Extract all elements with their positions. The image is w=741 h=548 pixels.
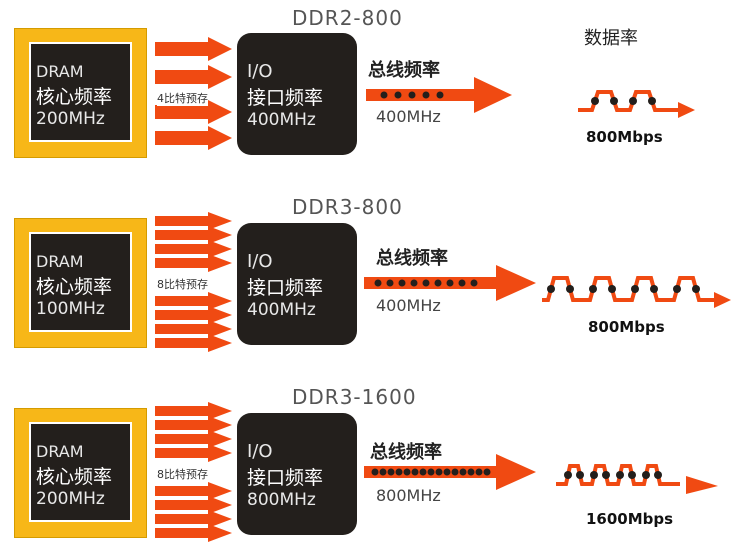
bus-arrow [364,454,536,490]
data-rate-title: 数据率 [584,28,638,49]
dram-core-block: DRAM 核心频率 200MHz [14,28,147,158]
ddr3-1600-row: DDR3-1600 DRAM 核心频率 200MHz 8比特预存 I/O 接口频… [0,380,741,542]
bus-frequency-value: 400MHz [376,296,441,315]
dram-core-block: DRAM 核心频率 200MHz [14,408,147,538]
bus-frequency-value: 400MHz [376,107,441,126]
data-rate-value: 800Mbps [588,318,665,336]
io-interface-block: I/O 接口频率 800MHz [237,413,357,535]
data-rate-value: 800Mbps [586,128,663,146]
prefetch-arrows [155,402,232,542]
dram-core-inner: DRAM 核心频率 200MHz [29,422,132,522]
bus-frequency-label: 总线频率 [370,442,442,463]
core-frequency-label: 核心频率 [36,86,113,108]
dram-core-inner: DRAM 核心频率 100MHz [29,232,132,332]
io-interface-block: I/O 接口频率 400MHz [237,33,357,155]
prefetch-arrows [155,212,232,352]
data-rate-value: 1600Mbps [586,510,674,528]
interface-frequency-value: 800MHz [247,490,316,510]
ddr3-800-row: DDR3-800 DRAM 核心频率 100MHz 8比特预存 I/O 接口频率… [0,190,741,352]
dram-core-block: DRAM 核心频率 100MHz [14,218,147,348]
bus-frequency-label: 总线频率 [368,60,440,81]
core-frequency-label: 核心频率 [36,466,113,488]
row-title: DDR2-800 [292,6,403,30]
core-frequency-label: 核心频率 [36,276,113,298]
row-title: DDR3-800 [292,195,403,219]
interface-frequency-label: 接口频率 [247,467,324,489]
interface-frequency-label: 接口频率 [247,277,324,299]
bus-arrow [364,265,536,301]
dram-core-inner: DRAM 核心频率 200MHz [29,42,132,142]
prefetch-label: 4比特预存 [157,90,208,106]
interface-frequency-value: 400MHz [247,110,316,130]
data-waveform [542,276,731,308]
interface-frequency-label: 接口频率 [247,87,324,109]
core-frequency-value: 200MHz [36,109,105,129]
dram-label: DRAM [36,252,84,271]
row-title: DDR3-1600 [292,385,417,409]
io-label: I/O [247,251,273,272]
bus-frequency-value: 800MHz [376,486,441,505]
ddr2-800-row: DDR2-800 DRAM 核心频率 200MHz 4比特预存 I/O 接口频率… [0,0,741,160]
prefetch-label: 8比特预存 [157,466,208,482]
prefetch-label: 8比特预存 [157,276,208,292]
data-waveform [556,464,718,494]
data-waveform [578,90,695,118]
dram-label: DRAM [36,442,84,461]
io-label: I/O [247,61,273,82]
dram-label: DRAM [36,62,84,81]
interface-frequency-value: 400MHz [247,300,316,320]
prefetch-arrows [155,37,232,150]
io-label: I/O [247,441,273,462]
bus-frequency-label: 总线频率 [376,248,448,269]
core-frequency-value: 100MHz [36,299,105,319]
core-frequency-value: 200MHz [36,489,105,509]
io-interface-block: I/O 接口频率 400MHz [237,223,357,345]
bus-arrow [366,77,512,113]
